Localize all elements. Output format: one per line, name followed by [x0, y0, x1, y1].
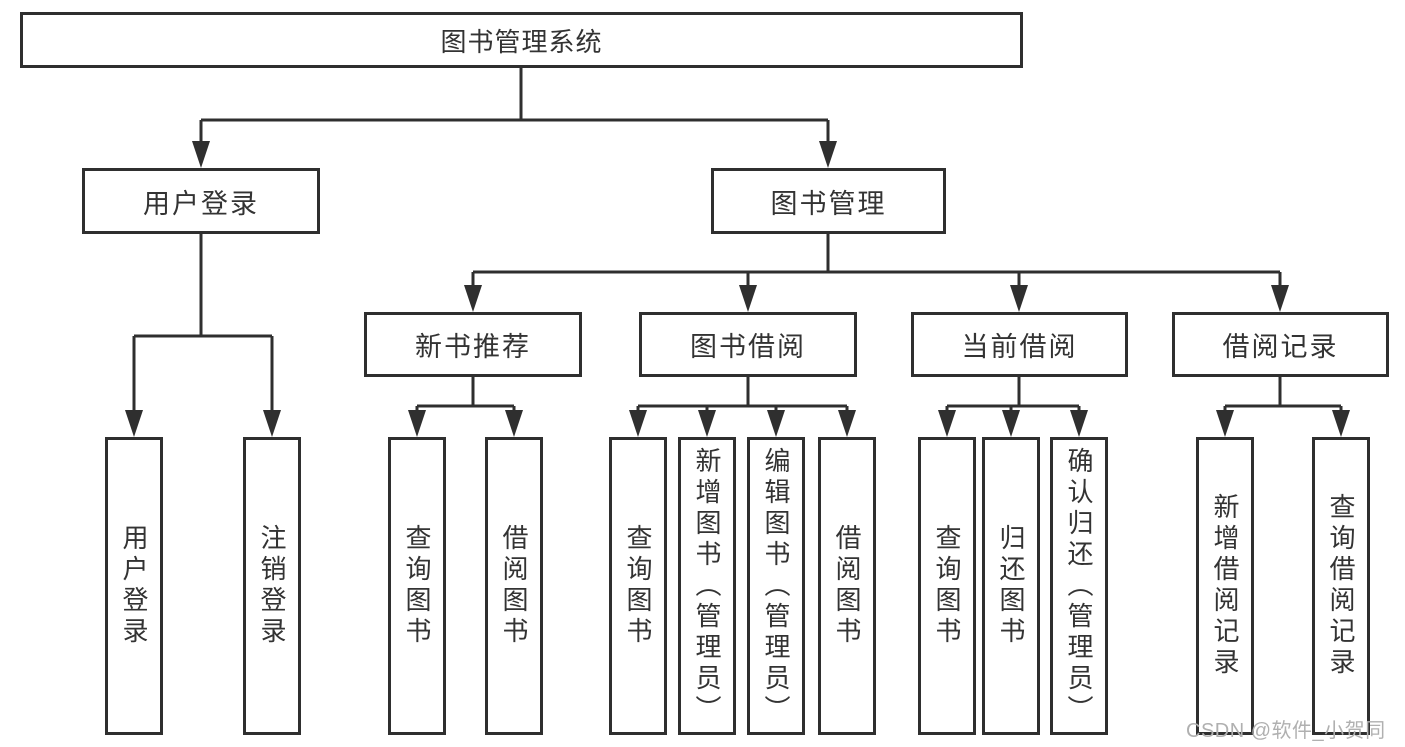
leaf-return-book: 归还图书: [982, 437, 1040, 735]
leaf-query-books-current: 查询图书: [918, 437, 976, 735]
leaf-edit-book-admin: 编辑图书（管理员）: [747, 437, 805, 735]
node-book-borrow: 图书借阅: [639, 312, 857, 377]
leaf-query-borrow-record: 查询借阅记录: [1312, 437, 1370, 735]
node-root: 图书管理系统: [20, 12, 1023, 68]
leaf-confirm-return-admin: 确认归还（管理员）: [1050, 437, 1108, 735]
node-user-login: 用户登录: [82, 168, 320, 234]
leaf-borrow-books: 借阅图书: [818, 437, 876, 735]
leaf-query-books-borrow: 查询图书: [609, 437, 667, 735]
leaf-logout: 注销登录: [243, 437, 301, 735]
node-current-borrow: 当前借阅: [911, 312, 1128, 377]
leaf-add-borrow-record: 新增借阅记录: [1196, 437, 1254, 735]
leaf-borrow-books-recommend: 借阅图书: [485, 437, 543, 735]
leaf-query-books-recommend: 查询图书: [388, 437, 446, 735]
node-new-book-recommend: 新书推荐: [364, 312, 582, 377]
node-borrow-records: 借阅记录: [1172, 312, 1389, 377]
watermark: CSDN @软件_小贺同学: [1186, 720, 1386, 742]
leaf-add-book-admin: 新增图书（管理员）: [678, 437, 736, 735]
node-book-management: 图书管理: [711, 168, 946, 234]
leaf-user-login: 用户登录: [105, 437, 163, 735]
